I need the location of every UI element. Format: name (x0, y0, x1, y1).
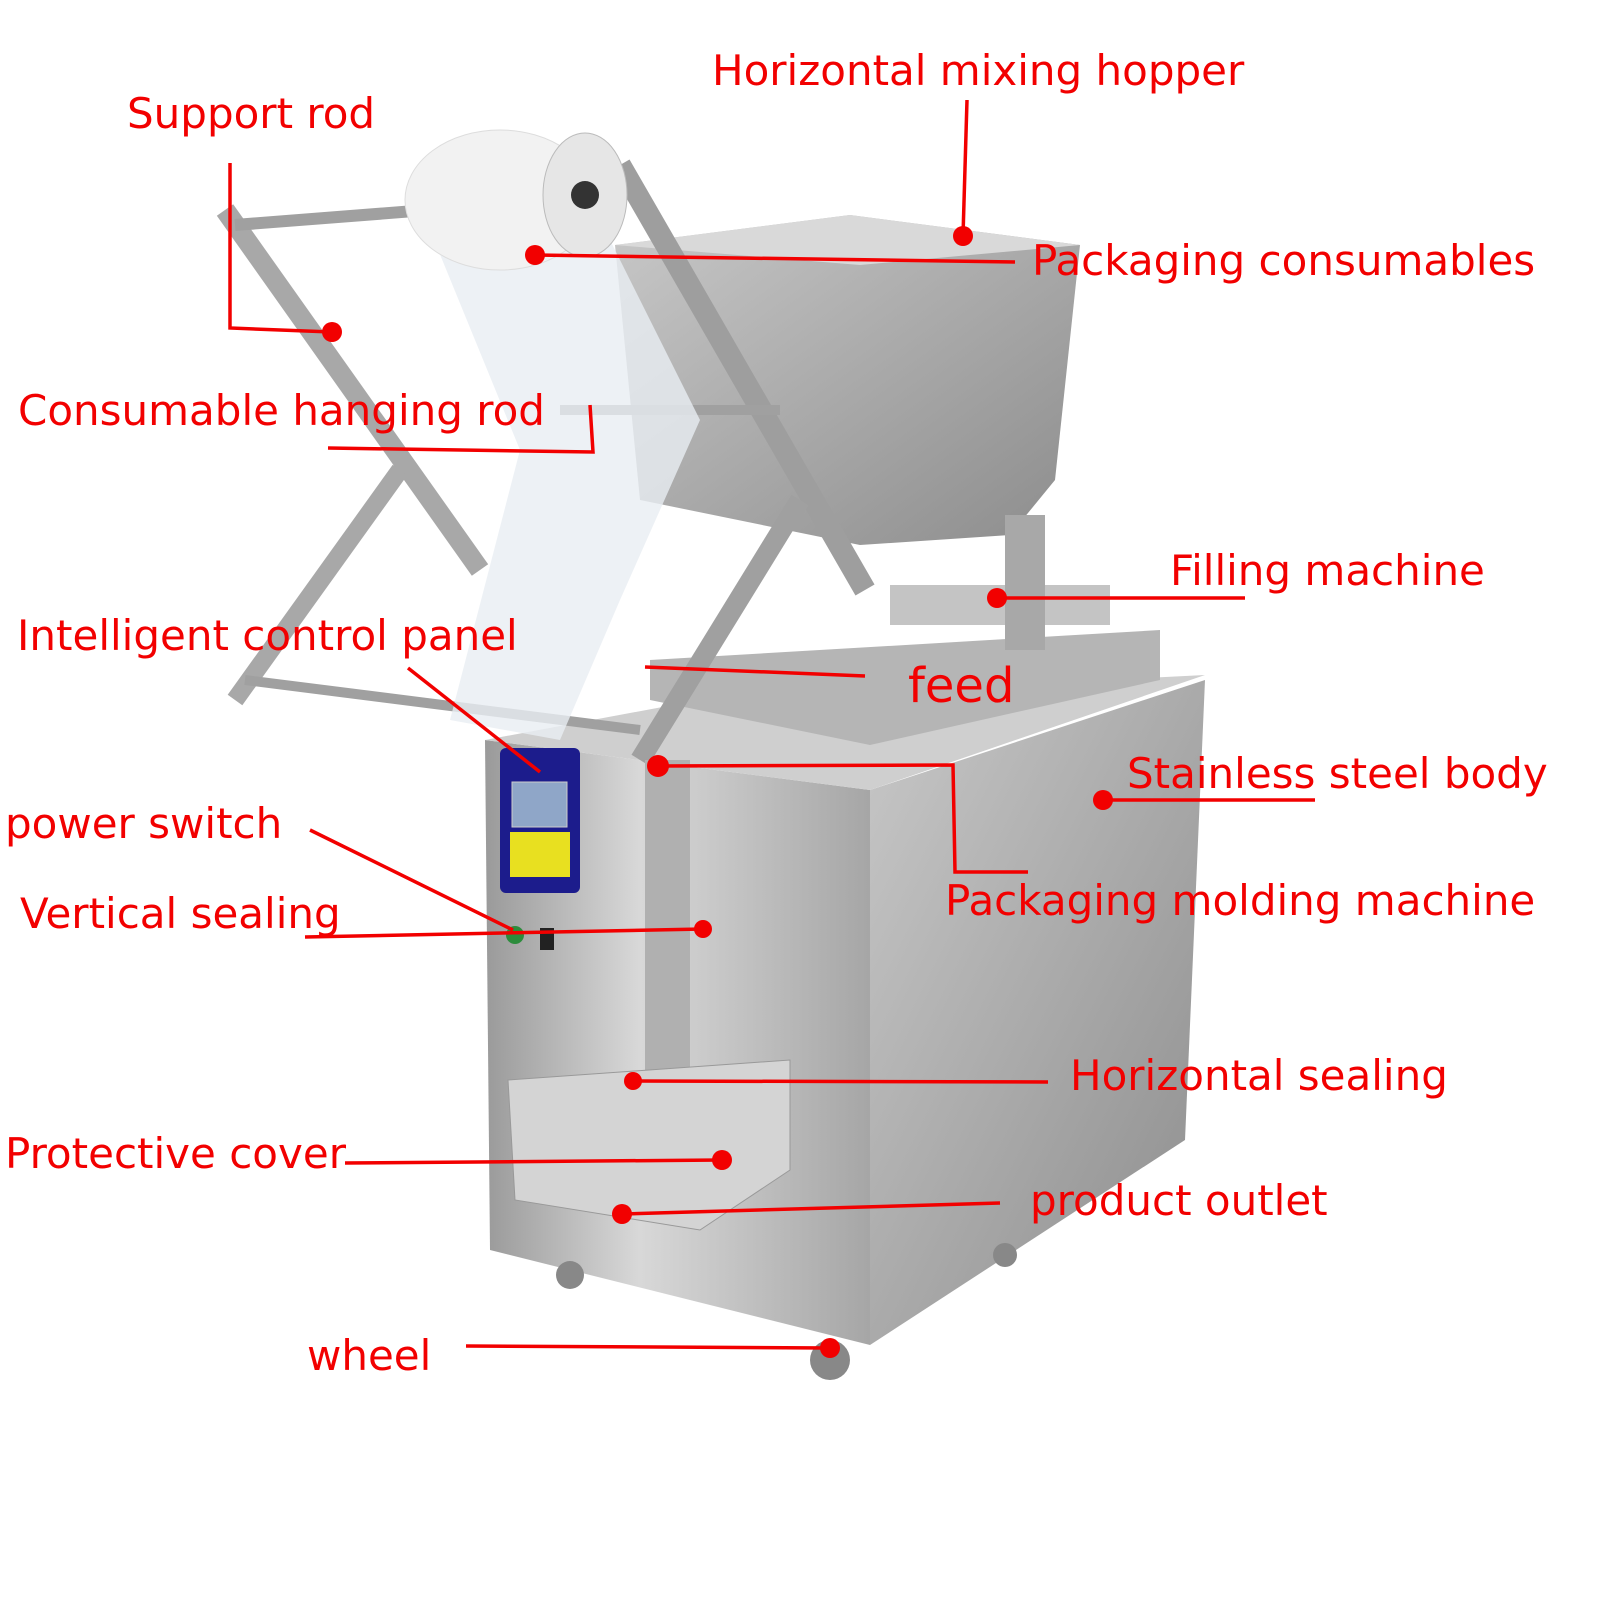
leader-power-switch (309, 828, 514, 932)
feed-tray (650, 630, 1160, 745)
leader-molding (657, 763, 1028, 874)
label-horizontal-mixing-hopper: Horizontal mixing hopper (712, 46, 1245, 95)
dot-hopper (953, 226, 973, 246)
frame-arm-lower (227, 464, 408, 706)
label-wheel: wheel (307, 1331, 431, 1380)
frame-arm-left (216, 204, 489, 576)
dot-horizontal-sealing (624, 1072, 642, 1090)
label-product-outlet: product outlet (1030, 1176, 1328, 1225)
dot-body (1093, 790, 1113, 810)
lower-rod-bar (244, 675, 641, 735)
dot-support-rod (322, 322, 342, 342)
leader-protective-cover (344, 1158, 723, 1165)
frame-arm-diag (631, 494, 809, 766)
film-roll-core (571, 181, 599, 209)
hopper (615, 215, 1080, 545)
labels: Horizontal mixing hopper Support rod Pac… (5, 46, 1548, 1380)
label-intelligent-control-panel: Intelligent control panel (17, 611, 518, 660)
protective-cover-shape (507, 1059, 791, 1231)
hopper-support (1005, 515, 1045, 650)
leader-hopper (961, 99, 969, 237)
leader-horizontal-sealing (632, 1079, 1049, 1084)
control-panel-keypad (510, 832, 570, 877)
dot-consumables (525, 245, 545, 265)
label-vertical-sealing: Vertical sealing (20, 889, 341, 938)
wheel-left (556, 1261, 584, 1289)
film-web (430, 230, 700, 740)
label-protective-cover: Protective cover (5, 1129, 347, 1178)
hopper-rim (615, 215, 1080, 265)
dot-protective-cover (712, 1150, 732, 1170)
label-feed: feed (908, 658, 1014, 714)
dot-vertical-sealing (694, 920, 712, 938)
former-tube (645, 760, 690, 1080)
dot-molding (647, 755, 669, 777)
control-panel-screen (511, 781, 568, 828)
dot-filling (987, 588, 1007, 608)
frame-arm-front (610, 159, 875, 596)
leader-wheel (465, 1344, 831, 1350)
label-filling-machine: Filling machine (1170, 546, 1485, 595)
label-packaging-molding-machine: Packaging molding machine (945, 876, 1535, 925)
label-packaging-consumables: Packaging consumables (1032, 236, 1535, 285)
leader-lines (228, 99, 1315, 1358)
leader-consumables (534, 253, 1016, 264)
label-horizontal-sealing: Horizontal sealing (1070, 1051, 1448, 1100)
leader-hanging-rod (327, 404, 595, 454)
label-consumable-hanging-rod: Consumable hanging rod (18, 386, 545, 435)
dot-product-outlet (612, 1204, 632, 1224)
leader-vertical-sealing (304, 927, 704, 939)
label-power-switch: power switch (5, 799, 282, 848)
leader-support-rod (228, 163, 333, 334)
leader-feed (644, 665, 866, 678)
dot-wheel (820, 1338, 840, 1358)
wheel-right (993, 1243, 1017, 1267)
label-stainless-steel-body: Stainless steel body (1127, 749, 1548, 798)
wheel-front (810, 1340, 850, 1380)
leader-product-outlet (621, 1201, 1001, 1216)
label-support-rod: Support rod (127, 89, 375, 138)
leader-control-panel (406, 666, 542, 774)
